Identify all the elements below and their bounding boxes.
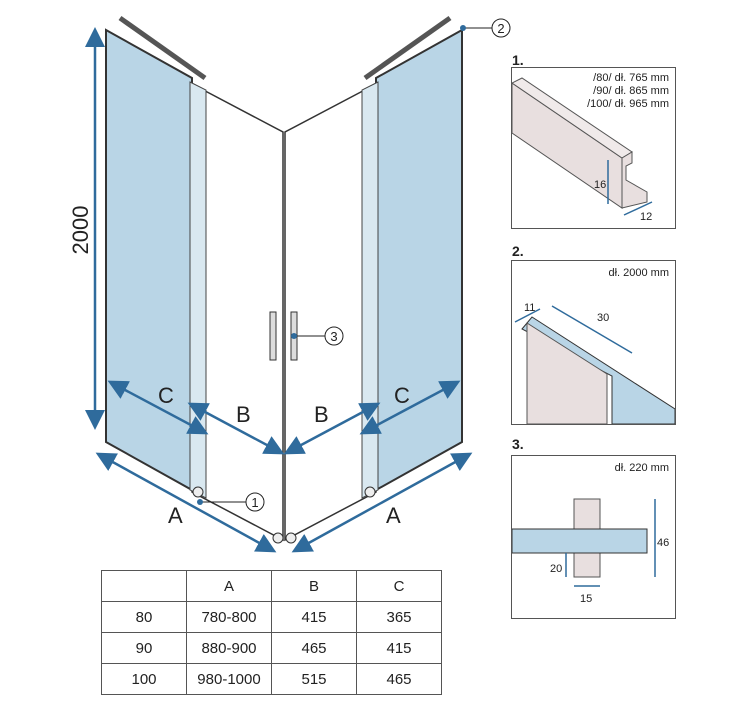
table-header-row: A B C xyxy=(101,570,442,602)
callout-2: 2 xyxy=(497,21,504,36)
note: /90/ dł. 865 mm xyxy=(593,85,669,97)
left-handle xyxy=(269,311,277,361)
detail-1-panel: 16 12 /80/ dł. 765 mm /90/ dł. 865 mm /1… xyxy=(511,67,676,229)
detail-2-panel: 11 30 dł. 2000 mm xyxy=(511,260,676,425)
detail-2-dim-depth: 11 xyxy=(524,302,535,314)
detail-3-dim-lower: 20 xyxy=(550,563,562,575)
cell: 515 xyxy=(271,663,357,695)
header-cell: B xyxy=(271,570,357,602)
detail-1-notes: /80/ dł. 765 mm /90/ dł. 865 mm /100/ dł… xyxy=(587,72,669,111)
header-cell: C xyxy=(356,570,442,602)
a-right-arrow xyxy=(291,452,473,553)
right-fixed-glass xyxy=(375,28,463,492)
detail-2-dim-width: 30 xyxy=(597,312,609,324)
a-right-label: A xyxy=(386,503,401,528)
c-left-arrow xyxy=(107,380,209,435)
cell: 980-1000 xyxy=(186,663,272,695)
header-cell xyxy=(101,570,187,602)
note: /100/ dł. 965 mm xyxy=(587,98,669,110)
cell: 880-900 xyxy=(186,632,272,664)
callout-3: 3 xyxy=(330,329,337,344)
detail-1-dim-width: 12 xyxy=(640,211,652,223)
cell: 80 xyxy=(101,601,187,633)
right-stabilizer-bar xyxy=(363,15,452,81)
height-label: 2000 xyxy=(68,206,93,255)
cell: 465 xyxy=(271,632,357,664)
header-cell: A xyxy=(186,570,272,602)
note: /80/ dł. 765 mm xyxy=(593,72,669,84)
right-door-edge xyxy=(361,81,379,499)
b-right-label: B xyxy=(314,402,329,427)
detail-3-panel: 46 20 15 dł. 220 mm xyxy=(511,455,676,619)
cell: 465 xyxy=(356,663,442,695)
a-left-arrow xyxy=(95,452,277,553)
a-left-label: A xyxy=(168,503,183,528)
c-right-label: C xyxy=(394,383,410,408)
left-door-edge xyxy=(189,81,207,499)
cell: 415 xyxy=(356,632,442,664)
cell: 415 xyxy=(271,601,357,633)
detail-3-number: 3. xyxy=(512,436,524,452)
b-left-label: B xyxy=(236,402,251,427)
left-stabilizer-bar xyxy=(118,15,207,81)
cell: 780-800 xyxy=(186,601,272,633)
c-left-label: C xyxy=(158,383,174,408)
detail-1-dim-height: 16 xyxy=(594,179,606,191)
cell: 100 xyxy=(101,663,187,695)
cell: 365 xyxy=(356,601,442,633)
detail-1-number: 1. xyxy=(512,52,524,68)
cell: 90 xyxy=(101,632,187,664)
left-fixed-glass xyxy=(105,28,193,492)
detail-2-note: dł. 2000 mm xyxy=(608,267,669,279)
detail-2-number: 2. xyxy=(512,243,524,259)
c-right-arrow xyxy=(359,380,461,435)
detail-3-dim-height: 46 xyxy=(657,537,669,549)
detail-3-note: dł. 220 mm xyxy=(614,462,669,474)
callout-1: 1 xyxy=(251,495,258,510)
detail-3-dim-width: 15 xyxy=(580,593,592,605)
